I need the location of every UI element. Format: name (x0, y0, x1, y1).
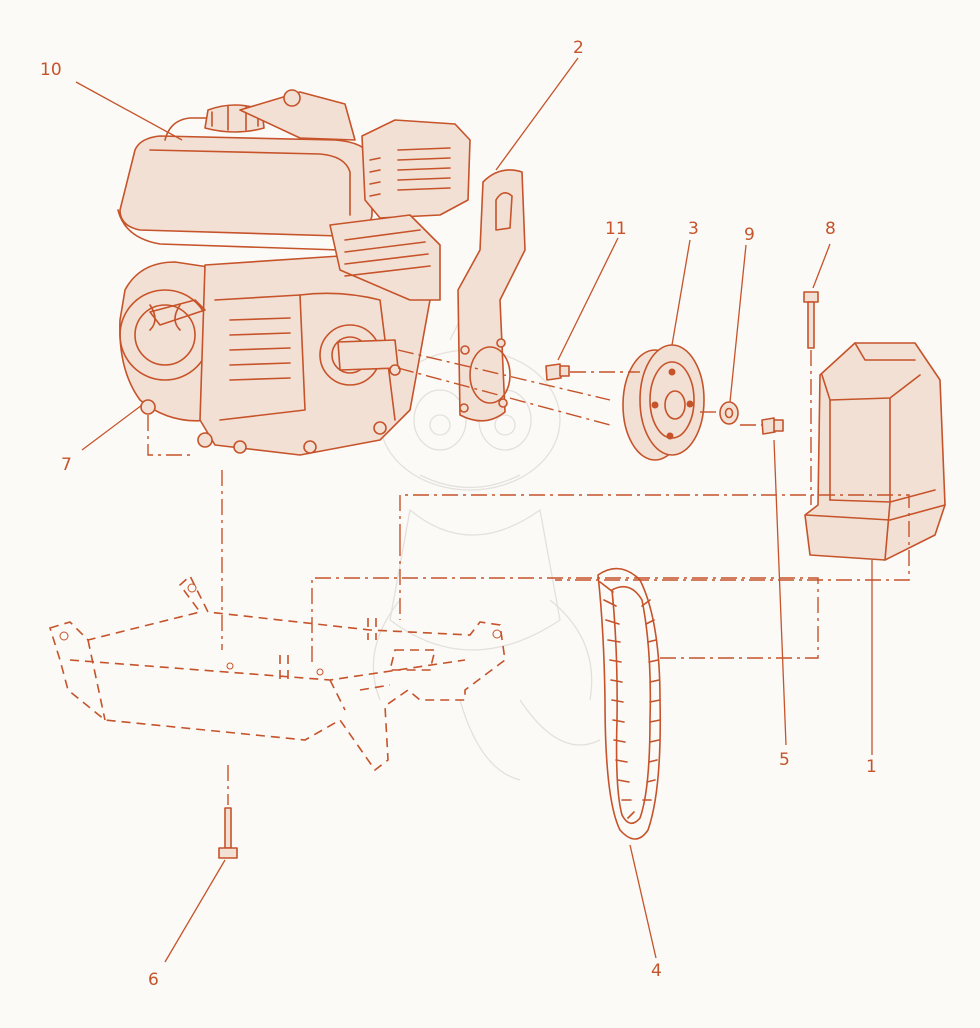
callout-3: 3 (688, 219, 699, 239)
bolt-11 (545, 363, 570, 381)
pulley (622, 344, 705, 461)
engine (117, 89, 471, 456)
base-frame (48, 574, 506, 772)
callout-6: 6 (148, 970, 159, 990)
mounting-bracket (457, 169, 526, 422)
callout-5: 5 (779, 750, 790, 770)
callout-labels: 10 2 11 3 9 8 7 5 1 6 4 (40, 38, 877, 990)
callout-1: 1 (866, 757, 877, 777)
bolt-6 (218, 807, 238, 859)
callout-8: 8 (825, 219, 836, 239)
callout-4: 4 (651, 961, 662, 981)
v-belt (597, 567, 662, 840)
callout-11: 11 (605, 219, 627, 239)
bolt-8 (803, 291, 819, 349)
bolt-5 (761, 417, 784, 435)
belt-guard (804, 342, 946, 561)
callout-2: 2 (573, 38, 584, 58)
callout-7: 7 (61, 455, 72, 475)
washer (719, 401, 739, 425)
assembly-lines (147, 349, 910, 805)
leader-lines (75, 57, 873, 963)
callout-10: 10 (40, 60, 62, 80)
callout-9: 9 (744, 225, 755, 245)
